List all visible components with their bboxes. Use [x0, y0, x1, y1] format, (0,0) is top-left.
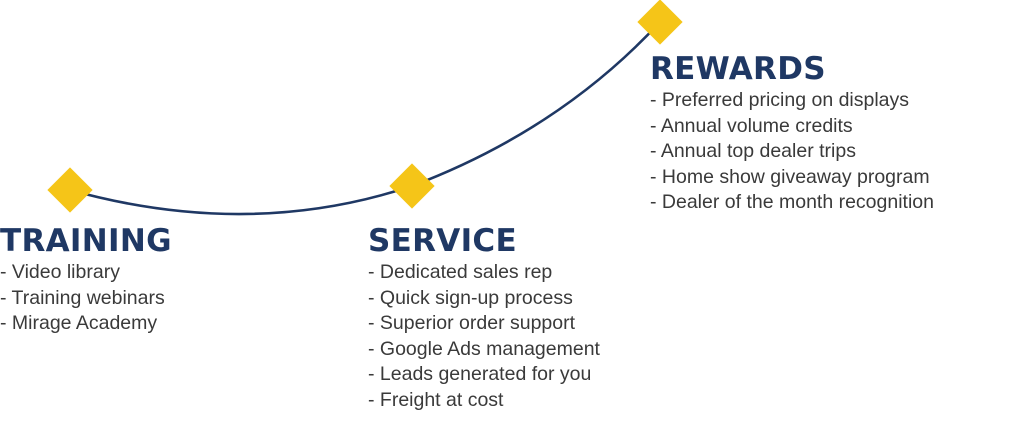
stage-rewards: REWARDS - Preferred pricing on displays …: [650, 50, 934, 216]
stage-title-rewards: REWARDS: [650, 51, 826, 87]
training-marker-icon: [47, 167, 93, 213]
stage-training: TRAINING - Video library - Training webi…: [0, 222, 172, 337]
list-item: - Google Ads management: [368, 337, 600, 360]
stage-list-training: - Video library - Training webinars - Mi…: [0, 260, 172, 337]
list-item: - Leads generated for you: [368, 363, 592, 386]
list-item: - Preferred pricing on displays: [650, 89, 910, 111]
list-item: - Mirage Academy: [0, 312, 158, 335]
stage-list-rewards: - Preferred pricing on displays - Annual…: [650, 88, 934, 216]
list-item: - Training webinars: [0, 286, 165, 309]
list-item: - Dedicated sales rep: [368, 261, 553, 283]
list-item: - Quick sign-up process: [368, 286, 573, 309]
list-item: - Home show giveaway program: [650, 165, 930, 188]
stage-title-training: TRAINING: [0, 223, 172, 259]
progress-curve: [69, 21, 661, 216]
stage-list-service: - Dedicated sales rep - Quick sign-up pr…: [368, 260, 600, 414]
service-marker-icon: [389, 163, 435, 209]
list-item: - Annual volume credits: [650, 114, 853, 137]
list-item: - Video library: [0, 261, 120, 283]
list-item: - Superior order support: [368, 312, 576, 335]
stage-service: SERVICE - Dedicated sales rep - Quick si…: [368, 222, 600, 414]
stage-title-service: SERVICE: [368, 223, 517, 259]
list-item: - Dealer of the month recognition: [650, 191, 934, 214]
list-item: - Annual top dealer trips: [650, 140, 856, 163]
list-item: - Freight at cost: [368, 388, 504, 411]
